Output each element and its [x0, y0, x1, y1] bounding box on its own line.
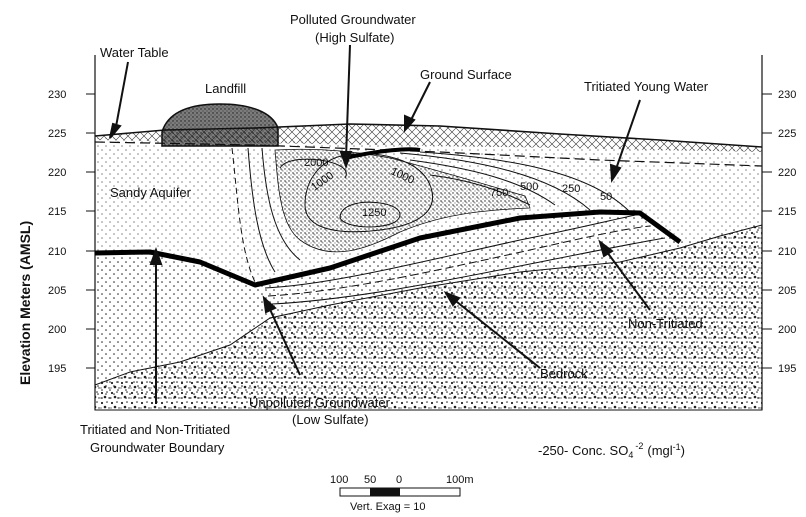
legend-close: )	[681, 443, 685, 458]
right-tick-230: 230	[778, 89, 796, 101]
y-tick-220: 220	[48, 167, 66, 179]
right-tick-215: 215	[778, 206, 796, 218]
contour-label-250: 250	[562, 183, 580, 195]
right-tick-200: 200	[778, 324, 796, 336]
y-tick-225: 225	[48, 128, 66, 140]
concentration-legend: -250- Conc. SO4-2 (mgl-1)	[538, 441, 685, 460]
scale-label-0: 0	[396, 474, 402, 486]
y-axis-title: Elevation Meters (AMSL)	[17, 221, 33, 385]
label-polluted: Polluted Groundwater	[290, 12, 416, 27]
contour-label-500: 500	[520, 181, 538, 193]
legend-prefix: -250- Conc. SO	[538, 443, 628, 458]
right-tick-195: 195	[778, 363, 796, 375]
legend-unit-sup: -1	[673, 442, 681, 452]
right-tick-205: 205	[778, 285, 796, 297]
legend-sub: 4	[628, 450, 633, 460]
label-landfill: Landfill	[205, 81, 246, 96]
contour-label-1250: 1250	[362, 207, 386, 219]
label-sandy-aquifer: Sandy Aquifer	[110, 185, 192, 200]
contour-label-2000: 2000	[304, 157, 328, 169]
scale-label-100m: 100m	[446, 474, 474, 486]
contour-label-750: 750	[490, 187, 508, 199]
scale-bar: 100 50 0 100m Vert. Exag = 10	[330, 474, 474, 513]
y-tick-230: 230	[48, 89, 66, 101]
svg-text:-250- Conc. SO4-2(mgl-1): -250- Conc. SO4-2 (mgl-1)	[538, 441, 685, 460]
label-tritiated-young: Tritiated Young Water	[584, 79, 709, 94]
y-tick-200: 200	[48, 324, 66, 336]
y-tick-215: 215	[48, 206, 66, 218]
scale-exag: Vert. Exag = 10	[350, 501, 426, 513]
label-water-table: Water Table	[100, 45, 169, 60]
label-unpolluted: Unpolluted Groundwater	[249, 395, 391, 410]
right-tick-225: 225	[778, 128, 796, 140]
label-boundary-sub: Groundwater Boundary	[90, 440, 225, 455]
label-unpolluted-sub: (Low Sulfate)	[292, 412, 369, 427]
legend-unit: (mgl	[647, 443, 672, 458]
label-non-tritiated: Non-Tritiated	[628, 316, 703, 331]
scale-label-100: 100	[330, 474, 348, 486]
right-tick-220: 220	[778, 167, 796, 179]
contour-label-50: 50	[600, 191, 612, 203]
scale-label-50: 50	[364, 474, 376, 486]
y-tick-205: 205	[48, 285, 66, 297]
legend-sup: -2	[635, 441, 643, 451]
y-tick-210: 210	[48, 246, 66, 258]
right-axis: 230 225 220 215 210 205 200 195	[762, 55, 796, 410]
y-tick-195: 195	[48, 363, 66, 375]
label-polluted-sub: (High Sulfate)	[315, 30, 394, 45]
label-bedrock: Bedrock	[540, 366, 588, 381]
label-boundary: Tritiated and Non-Tritiated	[80, 422, 230, 437]
label-ground-surface: Ground Surface	[420, 67, 512, 82]
left-axis: 230 225 220 215 210 205 200 195 Elevatio…	[17, 55, 95, 410]
right-tick-210: 210	[778, 246, 796, 258]
